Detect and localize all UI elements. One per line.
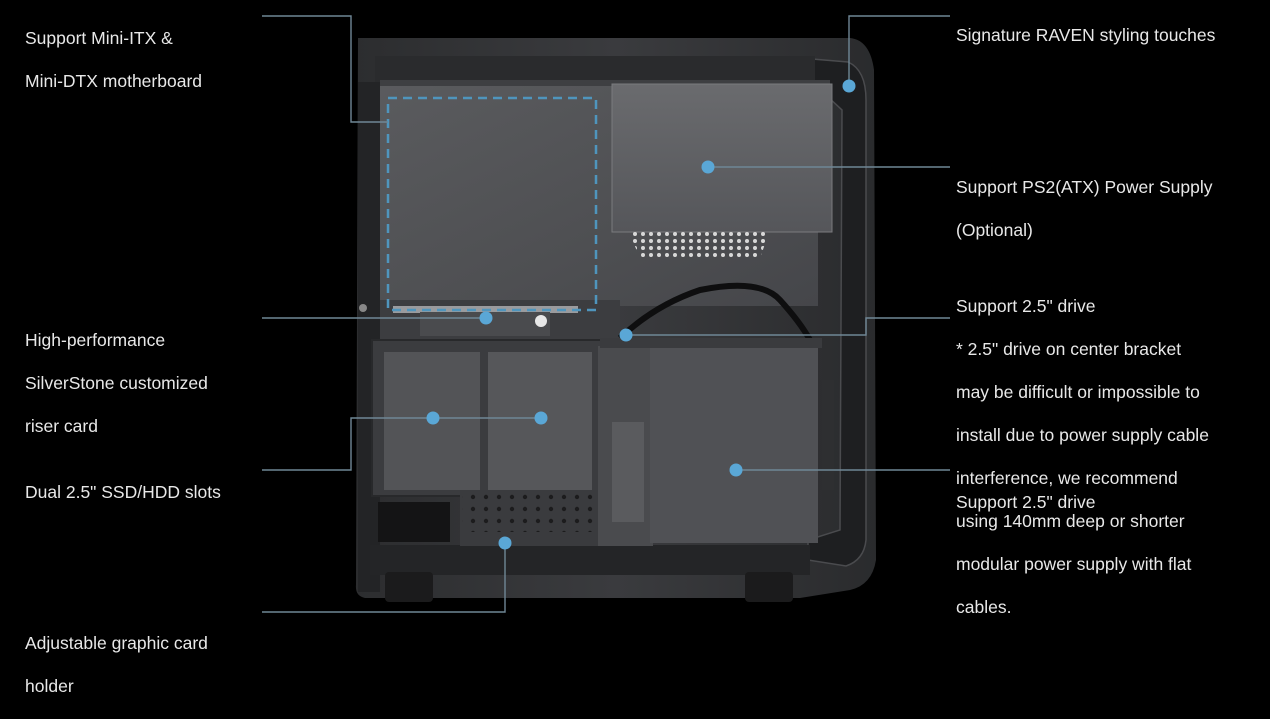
callout-line-gpu — [262, 543, 506, 613]
callout-dot-ssd-left — [426, 411, 440, 425]
callout-dot-ssd-right — [534, 411, 548, 425]
label-gpu-holder: Adjustable graphic card holder — [25, 632, 208, 696]
label-ssd-slots: Dual 2.5" SSD/HDD slots — [25, 481, 221, 502]
psu-block — [611, 83, 833, 258]
case-illustration — [262, 15, 950, 613]
label-drive-center: Support 2.5" drive * 2.5" drive on cente… — [956, 295, 1209, 617]
label-drive-right: Support 2.5" drive — [956, 491, 1096, 512]
callout-dot-riser — [479, 311, 493, 325]
feature-diagram: Support Mini-ITX & Mini-DTX motherboard … — [25, 15, 1216, 696]
callout-line-ssd — [262, 417, 541, 471]
right-drive-bay — [600, 338, 834, 543]
callout-dot-psu — [701, 160, 715, 174]
label-raven-styling: Signature RAVEN styling touches — [956, 24, 1216, 45]
label-riser-card: High-performance SilverStone customized … — [25, 329, 208, 436]
callout-dot-raven — [842, 79, 856, 93]
callout-dot-drive-right — [729, 463, 743, 477]
callout-line-motherboard — [262, 15, 388, 123]
label-motherboard: Support Mini-ITX & Mini-DTX motherboard — [25, 27, 202, 91]
callout-dot-drive-center — [619, 328, 633, 342]
psu-cable — [617, 282, 813, 342]
label-psu: Support PS2(ATX) Power Supply (Optional) — [956, 176, 1213, 240]
drive-cage — [371, 339, 653, 546]
callout-dot-gpu — [498, 536, 512, 550]
callout-line-raven — [848, 15, 950, 86]
callout-line-drive-center — [626, 317, 950, 336]
